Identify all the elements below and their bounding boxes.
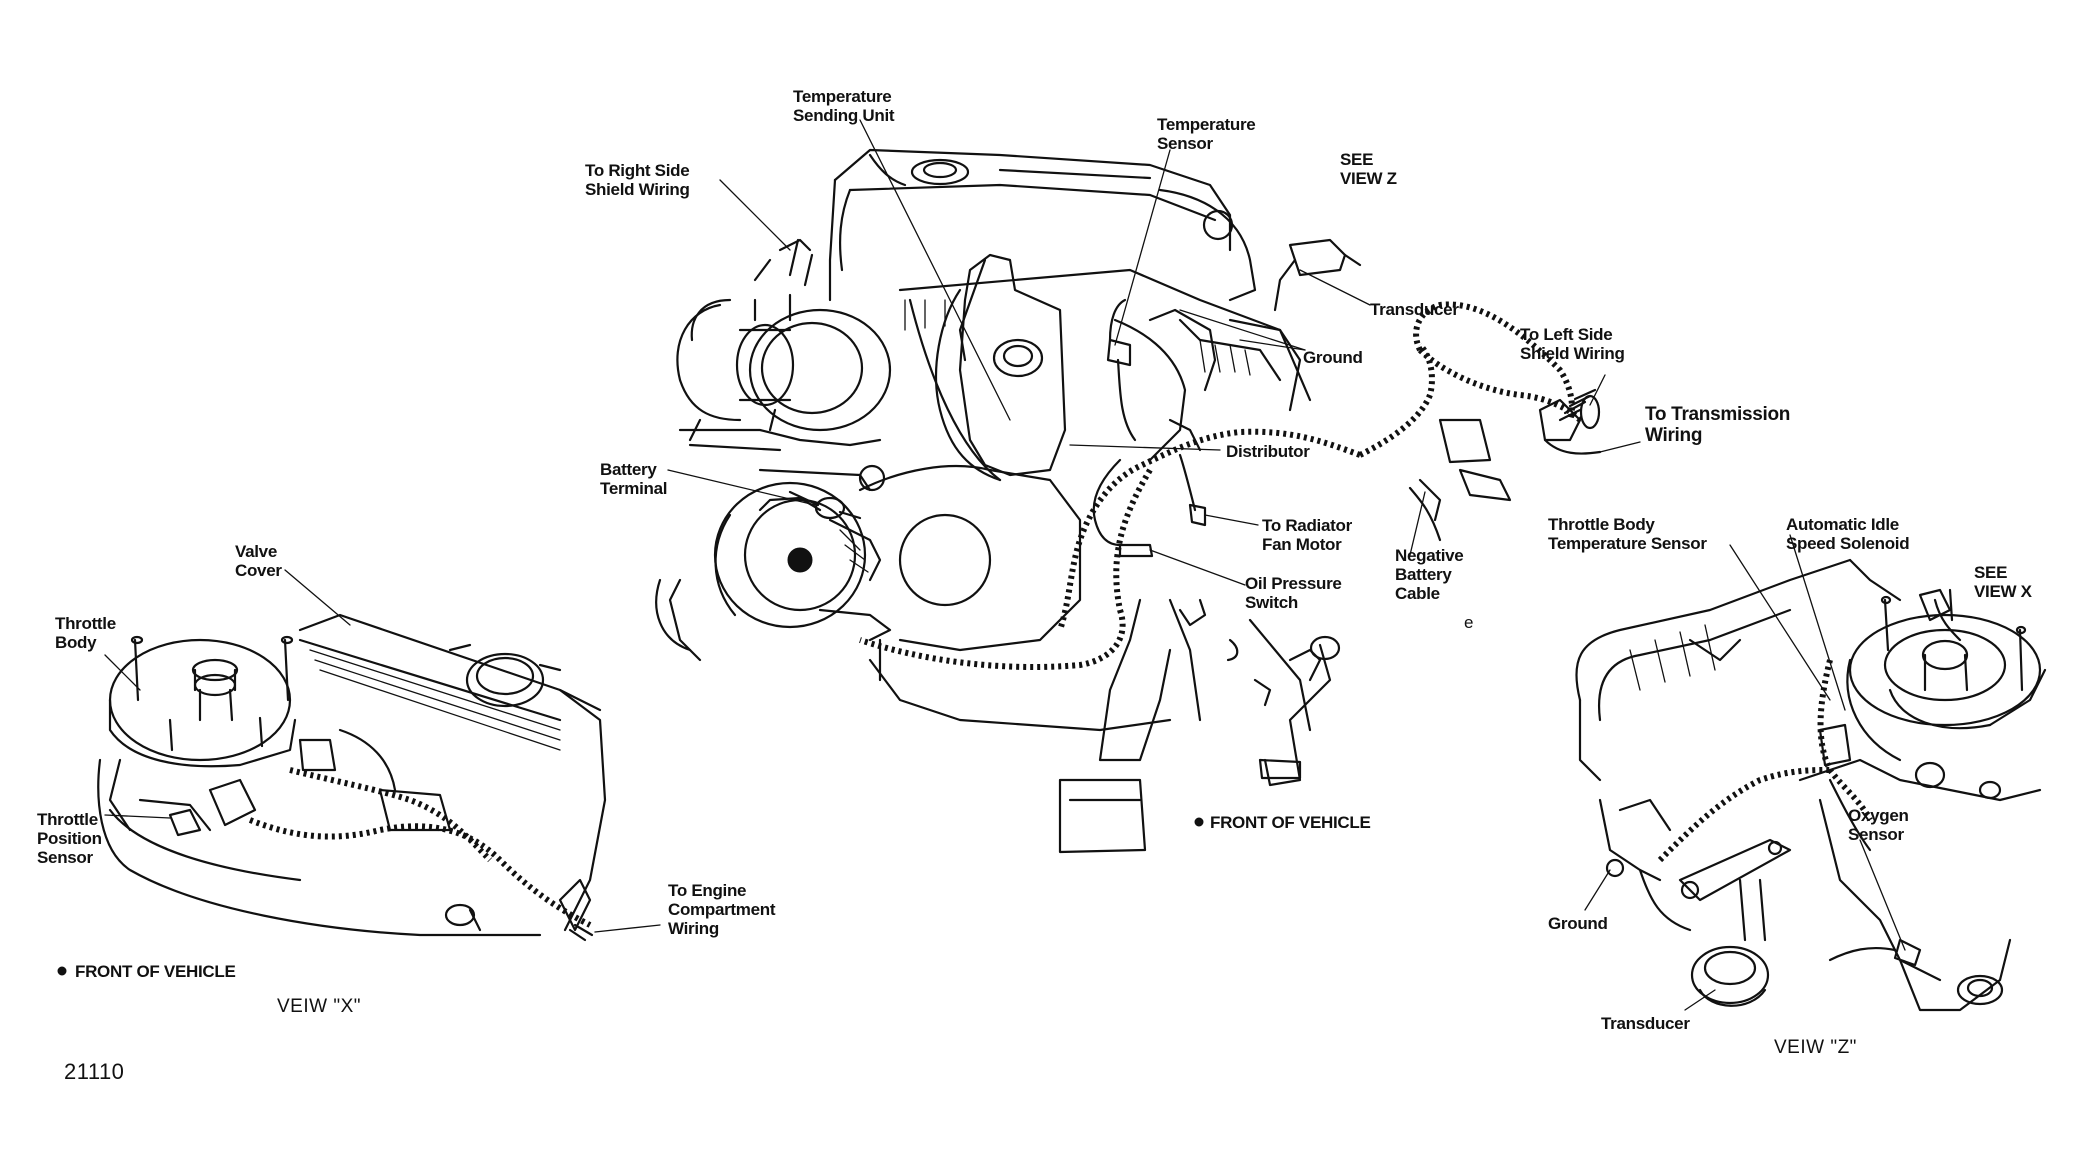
label-see-view-x: SEE VIEW X xyxy=(1974,563,2032,601)
label-front-of-vehicle-x: FRONT OF VEHICLE xyxy=(75,962,236,981)
label-valve-cover: Valve Cover xyxy=(235,542,282,580)
label-throttle-position-sensor: Throttle Position Sensor xyxy=(37,810,102,867)
figure-number: 21110 xyxy=(64,1059,125,1084)
caption-view-x: VEIW "X" xyxy=(277,996,361,1017)
label-left-side-shield-wiring: To Left Side Shield Wiring xyxy=(1520,325,1625,363)
label-transducer: Transducer xyxy=(1370,300,1459,319)
main-engine-drawing xyxy=(655,148,1602,854)
label-ground: Ground xyxy=(1303,348,1363,367)
front-bullet-main xyxy=(1194,817,1204,827)
view-x-leader-lines xyxy=(104,569,661,933)
view-x-drawing xyxy=(97,613,607,942)
label-negative-battery-cable: Negative Battery Cable xyxy=(1395,546,1464,603)
label-distributor: Distributor xyxy=(1226,442,1310,461)
label-throttle-body-temperature-sensor: Throttle Body Temperature Sensor xyxy=(1548,515,1707,553)
label-transducer-z: Transducer xyxy=(1601,1014,1690,1033)
label-oil-pressure-switch: Oil Pressure Switch xyxy=(1245,574,1342,612)
label-transmission-wiring: To Transmission Wiring xyxy=(1645,404,1791,446)
label-oxygen-sensor: Oxygen Sensor xyxy=(1848,806,1909,844)
view-z-drawing xyxy=(1575,558,2047,1012)
label-radiator-fan-motor: To Radiator Fan Motor xyxy=(1262,516,1352,554)
view-z-leader-lines xyxy=(1584,534,1906,1011)
main-leader-lines xyxy=(667,119,1641,586)
label-stray-e: e xyxy=(1464,613,1474,632)
label-temperature-sensor: Temperature Sensor xyxy=(1157,115,1256,153)
caption-view-z: VEIW "Z" xyxy=(1774,1037,1857,1058)
label-battery-terminal: Battery Terminal xyxy=(600,460,668,498)
label-automatic-idle-speed-solenoid: Automatic Idle Speed Solenoid xyxy=(1786,515,1910,553)
label-engine-compartment-wiring: To Engine Compartment Wiring xyxy=(668,881,776,938)
label-temperature-sending-unit: Temperature Sending Unit xyxy=(793,87,895,125)
label-ground-z: Ground xyxy=(1548,914,1608,933)
front-bullet-x xyxy=(57,966,67,976)
label-throttle-body-x: Throttle Body xyxy=(55,614,116,652)
label-front-of-vehicle-main: FRONT OF VEHICLE xyxy=(1210,813,1371,832)
label-right-side-shield-wiring: To Right Side Shield Wiring xyxy=(585,161,690,199)
label-see-view-z: SEE VIEW Z xyxy=(1340,150,1397,188)
